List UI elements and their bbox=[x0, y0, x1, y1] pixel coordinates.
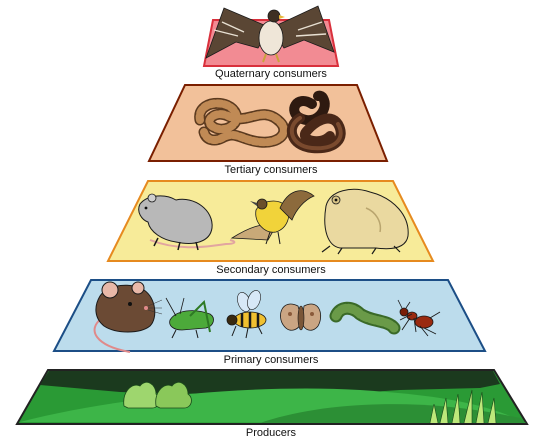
rattlesnake-icon bbox=[194, 97, 290, 148]
tier-tertiary-band bbox=[147, 84, 389, 162]
coiled-snake-icon bbox=[286, 90, 346, 154]
moth-icon bbox=[280, 303, 321, 331]
toad-icon bbox=[321, 188, 409, 255]
bird-icon bbox=[230, 190, 315, 245]
mouse-icon bbox=[93, 281, 163, 353]
tier-quaternary bbox=[202, 5, 340, 67]
grasshopper-icon bbox=[165, 297, 214, 339]
bushes-icon bbox=[123, 381, 192, 409]
hawk-icon bbox=[205, 5, 335, 63]
bee-icon bbox=[226, 290, 267, 339]
ant-icon bbox=[397, 299, 441, 337]
tier-secondary bbox=[106, 180, 435, 262]
label-tertiary-consumers: Tertiary consumers bbox=[224, 164, 318, 176]
tier-primary bbox=[52, 279, 487, 353]
label-quaternary-consumers: Quaternary consumers bbox=[215, 68, 327, 80]
rat-icon bbox=[138, 193, 236, 251]
tier-tertiary bbox=[147, 84, 389, 162]
grass-icon bbox=[429, 389, 497, 424]
label-primary-consumers: Primary consumers bbox=[223, 354, 319, 366]
tier-producers bbox=[15, 369, 529, 425]
tier-primary-band bbox=[52, 279, 487, 352]
label-secondary-consumers: Secondary consumers bbox=[216, 264, 326, 276]
caterpillar-icon bbox=[329, 301, 401, 335]
label-producers: Producers bbox=[245, 427, 297, 439]
